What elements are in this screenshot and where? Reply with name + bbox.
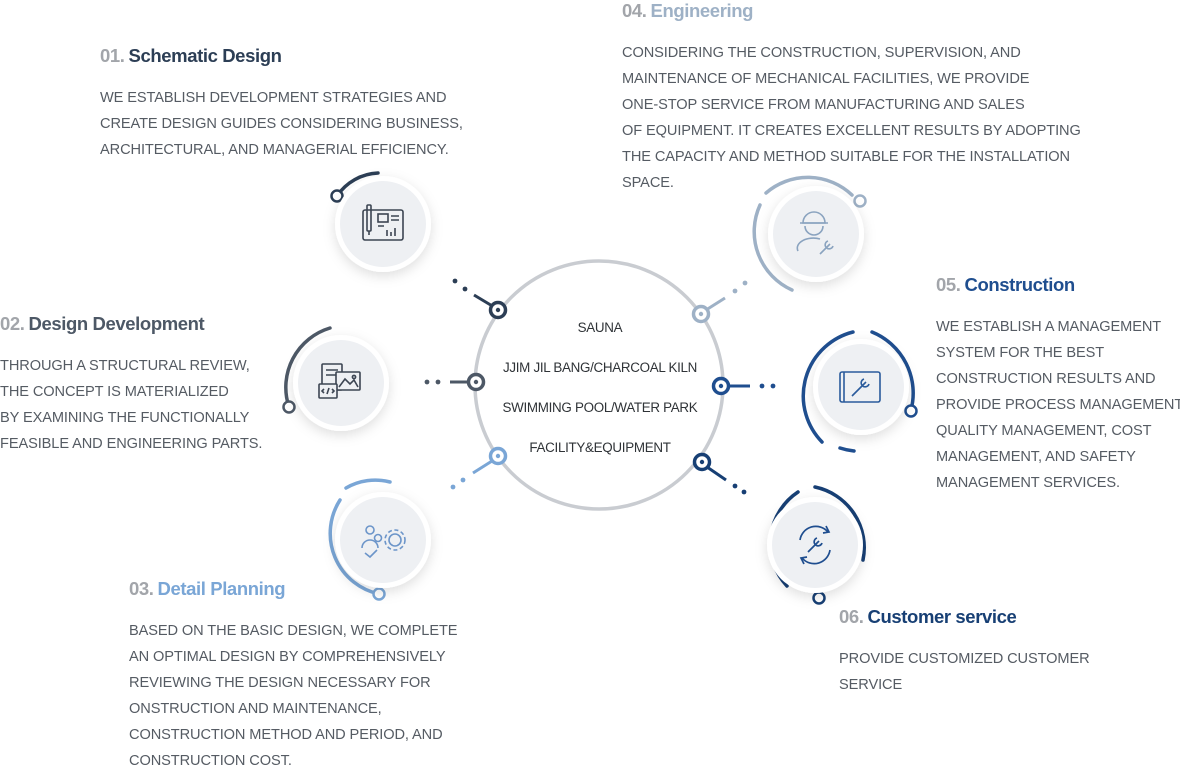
step-03-line: ONSTRUCTION AND MAINTENANCE, [129, 701, 382, 717]
step-01-line: CREATE DESIGN GUIDES CONSIDERING BUSINES… [100, 116, 463, 132]
step-04: 04.Engineering CONSIDERING THE CONSTRUCT… [622, 0, 1081, 196]
code-document-icon [318, 363, 361, 399]
step-06-line: SERVICE [839, 677, 903, 693]
step-01-number: 01. [100, 45, 125, 66]
step-04-line: THE CAPACITY AND METHOD SUITABLE FOR THE… [622, 149, 1070, 165]
step-05-line: QUALITY MANAGEMENT, COST [936, 423, 1152, 439]
connector-01 [452, 278, 508, 320]
step-03-line: REVIEWING THE DESIGN NECESSARY FOR [129, 675, 431, 691]
step-03-line: AN OPTIMAL DESIGN BY COMPREHENSIVELY [129, 649, 446, 665]
step-04-number: 04. [622, 0, 647, 21]
step-04-title: Engineering [650, 0, 754, 21]
step-02-bubble [282, 326, 389, 431]
step-03-title: Detail Planning [157, 578, 286, 599]
step-02-line: THE CONCEPT IS MATERIALIZED [0, 384, 229, 400]
center-list: SAUNA JJIM JIL BANG/CHARCOAL KILN SWIMMI… [480, 308, 720, 468]
step-05-title: Construction [964, 274, 1076, 295]
step-06-number: 06. [839, 606, 864, 627]
step-04-description: CONSIDERING THE CONSTRUCTION, SUPERVISIO… [622, 40, 1081, 196]
step-06-line: PROVIDE CUSTOMIZED CUSTOMER [839, 651, 1090, 667]
step-03-heading: 03.Detail Planning [129, 578, 457, 600]
center-item-sauna: SAUNA [577, 320, 623, 335]
step-02-line: THROUGH A STRUCTURAL REVIEW, [0, 358, 250, 374]
people-gear-icon [361, 525, 406, 559]
step-05: 05.Construction WE ESTABLISH A MANAGEMEN… [936, 274, 1180, 496]
engineer-icon [796, 211, 834, 255]
step-05-number: 05. [936, 274, 961, 295]
step-02-line: BY EXAMINING THE FUNCTIONALLY [0, 410, 250, 426]
connector-02 [424, 372, 486, 392]
connector-04 [691, 280, 748, 324]
blueprint-icon [362, 204, 404, 241]
connector-03 [450, 446, 508, 490]
step-04-line: OF EQUIPMENT. IT CREATES EXCELLENT RESUL… [622, 123, 1081, 139]
step-03-number: 03. [129, 578, 154, 599]
connector-06 [692, 452, 747, 495]
service-cycle-icon [799, 525, 831, 565]
step-03: 03.Detail Planning BASED ON THE BASIC DE… [129, 578, 458, 774]
step-02-description: THROUGH A STRUCTURAL REVIEW, THE CONCEPT… [0, 353, 262, 457]
step-05-line: SYSTEM FOR THE BEST [936, 345, 1105, 361]
step-05-line: CONSTRUCTION RESULTS AND [936, 371, 1156, 387]
step-01-bubble [330, 171, 431, 272]
step-06-description: PROVIDE CUSTOMIZED CUSTOMER SERVICE [839, 646, 1090, 698]
step-01-line: WE ESTABLISH DEVELOPMENT STRATEGIES AND [100, 90, 447, 106]
step-02-title: Design Development [28, 313, 205, 334]
step-01-description: WE ESTABLISH DEVELOPMENT STRATEGIES AND … [100, 85, 463, 163]
center-item-jjimjilbang: JJIM JIL BANG/CHARCOAL KILN [502, 360, 698, 375]
step-06: 06.Customer service PROVIDE CUSTOMIZED C… [839, 606, 1090, 698]
step-04-line: MAINTENANCE OF MECHANICAL FACILITIES, WE… [622, 71, 1030, 87]
step-05-heading: 05.Construction [936, 274, 1180, 296]
step-03-line: CONSTRUCTION COST. [129, 753, 292, 769]
wrench-blueprint-icon [839, 371, 881, 403]
step-05-line: MANAGEMENT, AND SAFETY [936, 449, 1136, 465]
step-04-heading: 04.Engineering [622, 0, 1081, 22]
step-02-heading: 02.Design Development [0, 313, 262, 335]
step-06-bubble [767, 485, 866, 605]
step-01-line: ARCHITECTURAL, AND MANAGERIAL EFFICIENCY… [100, 142, 449, 158]
step-04-line: ONE-STOP SERVICE FROM MANUFACTURING AND … [622, 97, 1025, 113]
step-02-line: FEASIBLE AND ENGINEERING PARTS. [0, 436, 263, 452]
step-01-heading: 01.Schematic Design [100, 45, 463, 67]
connector-05 [711, 376, 776, 396]
step-03-line: BASED ON THE BASIC DESIGN, WE COMPLETE [129, 623, 458, 639]
step-02: 02.Design Development THROUGH A STRUCTUR… [0, 313, 262, 457]
step-06-heading: 06.Customer service [839, 606, 1090, 628]
step-01: 01.Schematic Design WE ESTABLISH DEVELOP… [100, 45, 463, 163]
step-03-line: CONSTRUCTION METHOD AND PERIOD, AND [129, 727, 443, 743]
step-06-title: Customer service [867, 606, 1017, 627]
step-04-line: SPACE. [622, 175, 674, 191]
step-02-number: 02. [0, 313, 25, 334]
step-01-title: Schematic Design [128, 45, 282, 66]
step-05-line: PROVIDE PROCESS MANAGEMENT, [936, 397, 1180, 413]
step-04-bubble [752, 175, 867, 292]
step-04-line: CONSIDERING THE CONSTRUCTION, SUPERVISIO… [622, 45, 1021, 61]
step-05-bubble [801, 330, 918, 453]
center-item-pool: SWIMMING POOL/WATER PARK [502, 400, 698, 415]
center-item-facility: FACILITY&EQUIPMENT [529, 440, 671, 455]
step-05-line: MANAGEMENT SERVICES. [936, 475, 1120, 491]
step-05-description: WE ESTABLISH A MANAGEMENT SYSTEM FOR THE… [936, 314, 1180, 496]
step-05-line: WE ESTABLISH A MANAGEMENT [936, 319, 1162, 335]
step-03-description: BASED ON THE BASIC DESIGN, WE COMPLETE A… [129, 618, 458, 774]
step-03-bubble [328, 478, 431, 601]
